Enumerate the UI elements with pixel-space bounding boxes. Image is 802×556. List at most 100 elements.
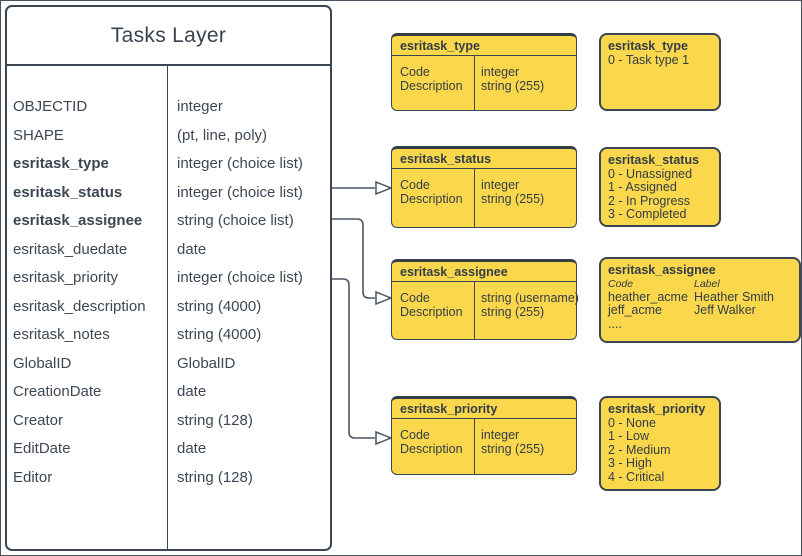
domain-box-values: 0 - Task type 1 <box>608 52 712 68</box>
domain-value: 4 - Critical <box>608 469 665 484</box>
domain-value: 2 - Medium <box>608 442 671 457</box>
domain-value: 3 - Completed <box>608 207 687 222</box>
field-name: OBJECTID <box>13 98 88 115</box>
field-type: string (4000) <box>177 297 262 315</box>
arrowhead-status-icon <box>375 180 394 196</box>
field-name: esritask_notes <box>13 326 110 343</box>
attr-type: integer <box>481 65 520 79</box>
attr-type: string (255) <box>481 304 545 319</box>
attr-name: Description <box>400 441 463 456</box>
domain-value: 0 - Unassigned <box>608 166 693 181</box>
field-name-column: OBJECTID SHAPE esritask_type esritask_statu… <box>7 66 168 549</box>
connector-assignee-line <box>332 218 375 299</box>
domain-box-type: esritask_type 0 - Task type 1 <box>599 33 721 111</box>
field-type: integer (choice list) <box>177 183 303 201</box>
attr-type: string (255) <box>481 78 545 93</box>
domain-code: jeff_acme <box>608 303 662 318</box>
attr-name: Code <box>400 428 430 442</box>
field-name: esritask_assignee <box>13 212 143 229</box>
domain-more: .... <box>608 316 622 331</box>
attr-type: string (255) <box>481 191 545 206</box>
field-type: string (128) <box>177 468 253 486</box>
field-type: string (128) <box>177 411 253 429</box>
domain-box-title: esritask_type <box>608 39 688 53</box>
field-name: esritask_priority <box>13 269 119 286</box>
domain-column-header: Code <box>608 277 634 290</box>
field-type: GlobalID <box>177 354 236 372</box>
domain-value: 3 - High <box>608 456 652 471</box>
field-type: integer (choice list) <box>177 269 303 286</box>
attr-name: Description <box>400 304 463 319</box>
field-type: date <box>177 240 207 258</box>
domain-value: 1 - Assigned <box>608 180 677 195</box>
domain-code: heather_acme <box>608 289 688 304</box>
field-type: integer <box>177 98 223 115</box>
attr-type: integer <box>481 428 520 442</box>
attr-type: string (username) <box>481 291 579 305</box>
field-name: esritask_type <box>13 155 109 172</box>
domain-column-header: Label <box>694 277 720 290</box>
domain-label: Heather Smith <box>694 289 774 304</box>
field-name: EditDate <box>13 440 71 457</box>
domain-value: 1 - Low <box>608 429 649 444</box>
arrowhead-assignee-icon <box>375 290 394 306</box>
domain-box-assignee: esritask_assignee Code Label heather_acme H… <box>599 257 801 343</box>
domain-value: 2 - In Progress <box>608 193 690 208</box>
tasks-layer-field-list: OBJECTID SHAPE esritask_type esritask_statu… <box>7 66 330 549</box>
field-type: string (choice list) <box>177 212 294 229</box>
field-name: Creator <box>13 411 64 429</box>
domain-label: Jeff Walker <box>694 303 756 318</box>
field-name: esritask_duedate <box>13 240 128 258</box>
field-type-column: integer (pt, line, poly) integer (choice l… <box>168 66 330 549</box>
domain-value-grid: Code Label heather_acme Heather Smith jeff_a… <box>608 278 792 318</box>
field-table-title: esritask_assignee <box>392 262 576 282</box>
field-type: string (4000) <box>177 326 262 343</box>
arrowhead-priority-icon <box>375 430 394 446</box>
attr-name: Code <box>400 178 430 192</box>
connector-priority-line <box>332 278 375 439</box>
attr-name: Description <box>400 191 463 206</box>
attr-type: string (255) <box>481 441 545 456</box>
domain-value: 0 - Task type 1 <box>608 52 690 67</box>
field-name: CreationDate <box>13 383 102 400</box>
field-table-title: esritask_priority <box>392 399 576 419</box>
attr-type: integer <box>481 178 520 192</box>
field-type: (pt, line, poly) <box>177 126 268 144</box>
field-type: date <box>177 383 207 400</box>
field-type: integer (choice list) <box>177 155 303 172</box>
attr-name: Code <box>400 291 430 305</box>
domain-box-title: esritask_status <box>608 153 700 167</box>
field-table-types: string (username)string (255) <box>475 282 579 339</box>
field-table-title: esritask_status <box>392 149 576 169</box>
tasks-layer-title: Tasks Layer <box>7 7 330 66</box>
field-type: date <box>177 440 207 457</box>
field-name: esritask_description <box>13 297 146 315</box>
domain-box-values: Code Label heather_acme Heather Smith jeff_a… <box>608 278 792 332</box>
attr-name: Description <box>400 78 463 93</box>
field-name: SHAPE <box>13 126 64 144</box>
domain-box-title: esritask_assignee <box>608 263 716 277</box>
field-name: esritask_status <box>13 183 123 201</box>
field-name: GlobalID <box>13 354 72 372</box>
field-name: Editor <box>13 468 53 486</box>
attr-name: Code <box>400 65 430 79</box>
domain-value: 0 - None <box>608 415 656 430</box>
domain-box-title: esritask_priority <box>608 402 706 416</box>
